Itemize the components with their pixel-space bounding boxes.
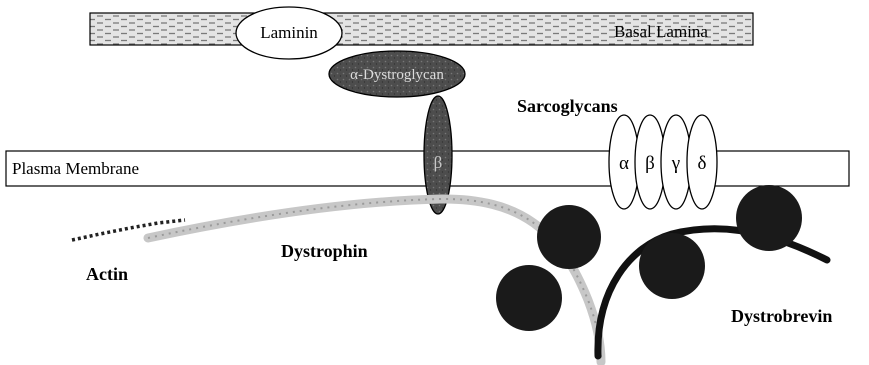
actin-label: Actin <box>86 264 128 284</box>
dark-protein-4 <box>736 185 802 251</box>
sarcoglycan-gamma-label: γ <box>671 153 680 174</box>
dark-protein-3 <box>639 233 705 299</box>
basal-lamina-label: Basal Lamina <box>614 22 708 41</box>
dark-protein-2 <box>496 265 562 331</box>
dark-protein-1 <box>537 205 601 269</box>
beta-dystroglycan-label: β <box>434 153 443 172</box>
plasma-membrane-label: Plasma Membrane <box>12 159 139 178</box>
dystrobrevin-label: Dystrobrevin <box>731 306 832 326</box>
sarcoglycans-label: Sarcoglycans <box>517 96 618 116</box>
sarcoglycan-alpha-label: α <box>619 153 629 174</box>
sarcoglycan-beta-label: β <box>645 153 655 174</box>
dystrobrevin-rod <box>598 229 827 356</box>
sarcoglycan-delta-label: δ <box>698 153 707 174</box>
laminin-label: Laminin <box>260 23 318 42</box>
dystrophin-label: Dystrophin <box>281 241 368 261</box>
alpha-dystroglycan-label: α-Dystroglycan <box>350 67 444 83</box>
sarcoglycan-complex: α β γ δ <box>609 115 717 209</box>
